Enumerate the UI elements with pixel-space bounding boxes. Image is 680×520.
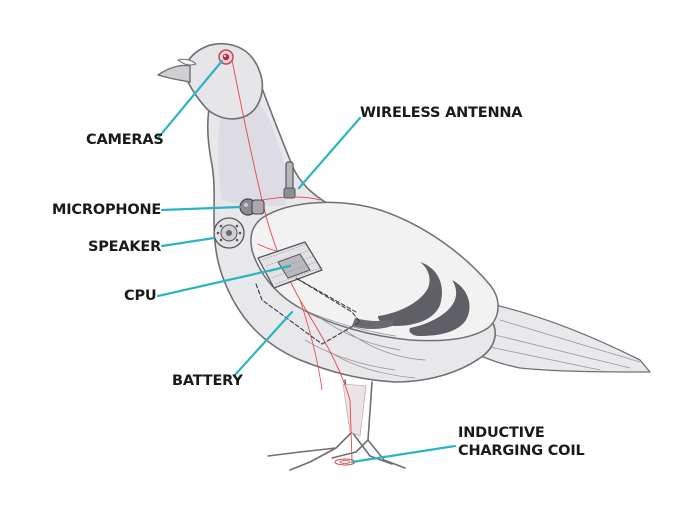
speaker-icon xyxy=(213,217,245,249)
leader-cpu xyxy=(156,264,292,298)
pigeon-illustration xyxy=(157,43,651,471)
label-microphone: MICROPHONE xyxy=(52,202,162,218)
leader-cameras xyxy=(156,59,224,140)
battery-outline-icon xyxy=(255,277,361,345)
label-wireless-antenna: WIRELESS ANTENNA xyxy=(360,105,523,121)
leader-lines xyxy=(156,59,457,464)
leader-microphone xyxy=(160,205,242,212)
antenna-icon xyxy=(283,161,296,199)
label-inductive-line1: INDUCTIVE xyxy=(458,425,545,441)
label-battery: BATTERY xyxy=(172,373,243,389)
leader-inductive-coil xyxy=(350,444,457,464)
pigeon-beak xyxy=(157,64,191,83)
leader-wireless-antenna xyxy=(297,116,362,190)
tail-feathers xyxy=(449,299,651,373)
microphone-icon xyxy=(239,198,265,216)
label-cpu: CPU xyxy=(124,288,157,304)
label-cameras: CAMERAS xyxy=(86,132,164,148)
label-speaker: SPEAKER xyxy=(88,239,162,255)
pigeon-leg-right xyxy=(331,381,406,469)
leader-speaker xyxy=(160,236,216,248)
leader-battery xyxy=(232,310,294,378)
wing-band-1 xyxy=(378,262,442,326)
pigeon-leg-left xyxy=(267,379,393,471)
wing-band-2 xyxy=(409,280,470,336)
label-inductive-line2: CHARGING COIL xyxy=(458,443,585,459)
pigeon-head xyxy=(184,43,264,120)
